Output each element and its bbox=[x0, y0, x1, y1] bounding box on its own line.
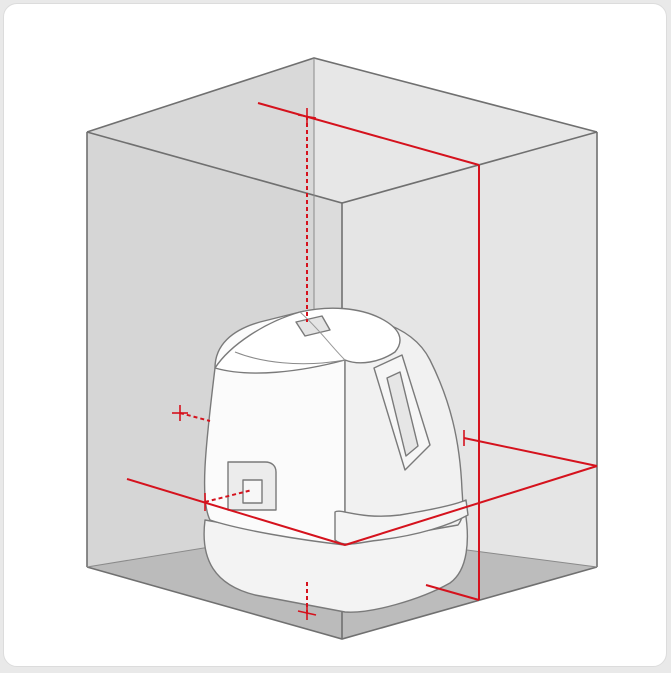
laser-level-room-illustration bbox=[0, 0, 671, 673]
